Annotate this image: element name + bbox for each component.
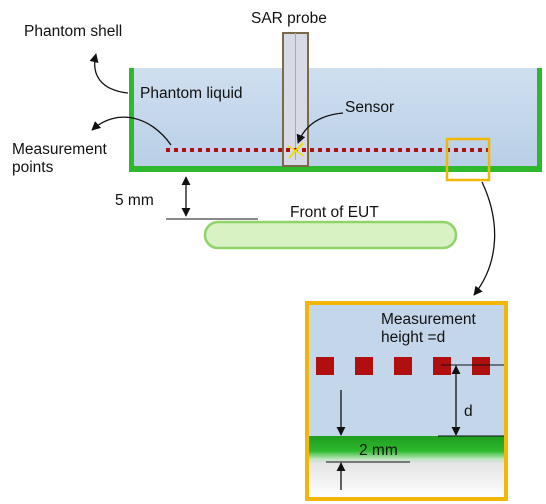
zoom-source-frame (445, 137, 491, 182)
measurement-height-label-line2: height =d (381, 329, 445, 346)
five-mm-label: 5 mm (115, 192, 154, 209)
phantom-shell-label: Phantom shell (24, 23, 122, 40)
measurement-point (433, 357, 451, 375)
measurement-points-label-line2: points (12, 159, 54, 176)
measurement-points-label-line1: Measurement (12, 141, 107, 158)
front-of-eut-label: Front of EUT (290, 204, 379, 221)
phantom-shell-bottom (129, 166, 542, 172)
crosshair-icon (287, 142, 305, 159)
measurement-point (316, 357, 334, 375)
zoom-shell (308, 436, 505, 463)
zoom-fade (308, 460, 505, 498)
zoom-frame (305, 301, 508, 501)
zoom-detail (305, 301, 508, 501)
sar-probe (282, 32, 309, 167)
curved-arrow-icon (89, 53, 129, 94)
phantom-liquid-label: Phantom liquid (140, 85, 243, 102)
two-mm-label: 2 mm (359, 442, 398, 459)
sar-probe-label: SAR probe (251, 10, 327, 27)
curved-arrow-icon (91, 116, 172, 146)
measurement-point (472, 357, 490, 375)
phantom (129, 68, 542, 172)
measurement-point (394, 357, 412, 375)
curved-arrow-icon (296, 112, 344, 144)
sensor-label: Sensor (345, 99, 394, 116)
phantom-shell-right-wall (537, 68, 542, 172)
phantom-shell-left-wall (129, 68, 134, 172)
five-mm-dimension (166, 176, 258, 220)
measurement-height-label-line1: Measurement (381, 311, 476, 328)
measurement-point (355, 357, 373, 375)
d-label: d (464, 403, 473, 420)
eut-device (203, 220, 458, 250)
curved-arrow-icon (473, 181, 496, 296)
phantom-liquid-area (132, 68, 540, 168)
